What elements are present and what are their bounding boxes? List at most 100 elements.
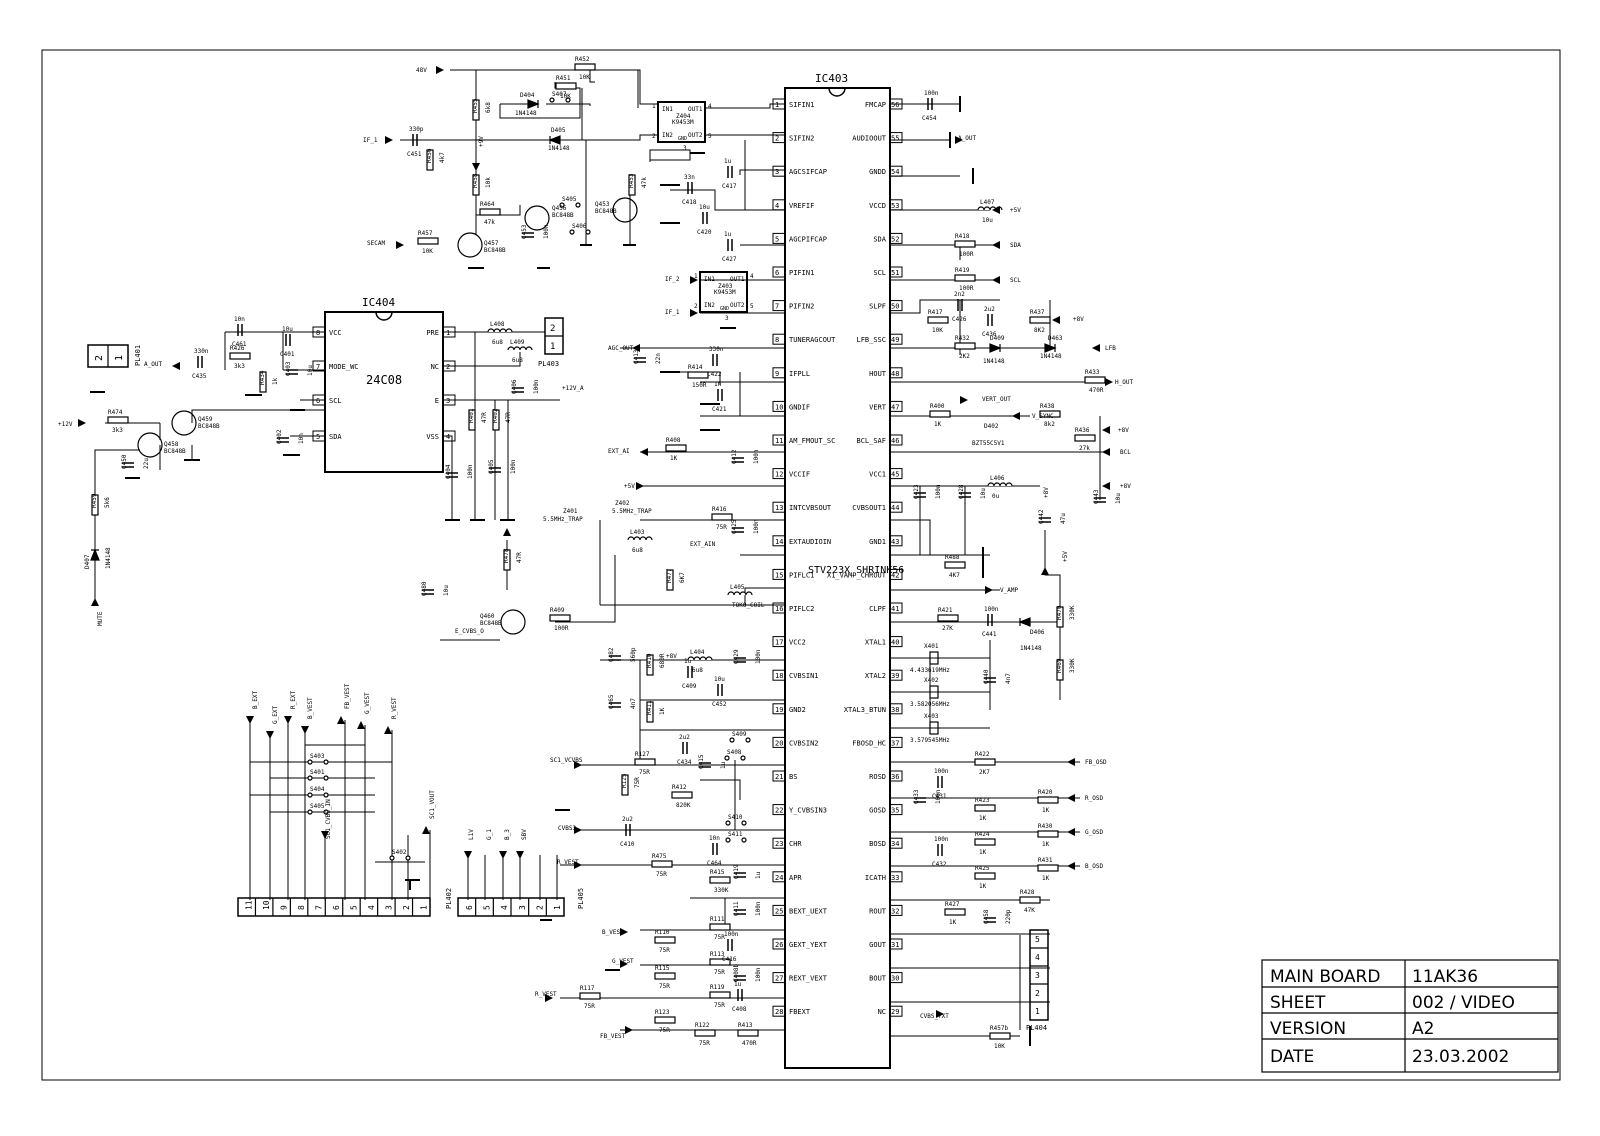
connector-pin-label: 3 — [384, 905, 393, 910]
net-scl: SCL — [1010, 277, 1021, 284]
capacitor-value: 22n — [655, 353, 662, 364]
capacitor-ref: C480 — [421, 581, 428, 596]
pin-label: VSS — [426, 433, 439, 441]
pin-number: 10 — [775, 403, 783, 411]
resistor-value: 100R — [959, 285, 974, 292]
pin-number: 46 — [891, 437, 899, 445]
connector-pin-label: 8 — [297, 905, 306, 910]
resistor-ref: R459 — [91, 493, 98, 508]
svg-text:D404: D404 — [520, 92, 535, 99]
resistor-value: 75R — [634, 777, 641, 788]
resistor-ref: R409 — [550, 607, 565, 614]
capacitor-value: 4n7 — [1005, 673, 1012, 684]
jumper-s409: S409 — [729, 731, 751, 743]
svg-text:BZT55C5V1: BZT55C5V1 — [972, 440, 1005, 447]
connector-pin-label: 2 — [536, 905, 545, 910]
connector-pin-label: 6 — [332, 905, 341, 910]
pin-label: SCL — [329, 397, 342, 405]
jumper-s408: S408 — [724, 749, 746, 761]
resistor-value: 1k — [272, 377, 279, 385]
capacitor-ref: C408b — [733, 964, 740, 982]
pin-label: GND1 — [869, 538, 886, 546]
capacitor-ref: C418 — [682, 199, 697, 206]
resistor-ref: R115 — [655, 965, 670, 972]
resistor-ref: R474 — [108, 409, 123, 416]
svg-text:1: 1 — [114, 355, 125, 361]
resistor-ref: R423 — [975, 797, 990, 804]
pin-label: FMCAP — [865, 101, 886, 109]
connector-pin-label: 6 — [465, 905, 474, 910]
capacitor-ref: C441 — [982, 631, 997, 638]
inductor-ref: L407 — [980, 199, 995, 206]
net-12v-a: +12V_A — [562, 385, 584, 392]
svg-text:D463: D463 — [1048, 335, 1063, 342]
title-block-label: SHEET — [1270, 993, 1326, 1013]
pin-label: AM_FMOUT_SC — [789, 437, 835, 445]
net-b-vest: B_VEST — [602, 929, 624, 936]
svg-text:BC848B: BC848B — [484, 247, 506, 254]
capacitor-ref: C434 — [677, 759, 692, 766]
capacitor-value: 330n — [194, 348, 209, 355]
net-fb-osd: FB_OSD — [1085, 759, 1107, 766]
net-v-amp: V_AMP — [1000, 587, 1018, 594]
pin-number: 18 — [775, 672, 783, 680]
resistor-value: 1K — [979, 849, 987, 856]
capacitor-value: 10u — [980, 488, 987, 499]
pin-number: 37 — [891, 739, 899, 747]
capacitor-value: 100n — [753, 449, 760, 464]
svg-text:1N4148: 1N4148 — [1040, 353, 1062, 360]
net-8v-c: +8V — [1073, 316, 1084, 323]
title-block-value: A2 — [1412, 1019, 1434, 1039]
resistor-value: 150R — [692, 382, 707, 389]
svg-text:G_VEST: G_VEST — [364, 692, 371, 714]
pin-number: 21 — [775, 773, 783, 781]
capacitor-ref: C482 — [608, 647, 615, 662]
pin-label: SLPF — [869, 303, 886, 311]
pin-label: GOUT — [869, 941, 887, 949]
resistor-ref: R432 — [955, 335, 970, 342]
resistor-value: 75R — [659, 983, 670, 990]
capacitor-ref: C402 — [276, 429, 283, 444]
resistor-ref: R437 — [1030, 309, 1045, 316]
pin-number: 23 — [775, 840, 783, 848]
resistor-ref: R413 — [738, 1022, 753, 1029]
capacitor-value: 10u — [714, 676, 725, 683]
capacitor-ref: C409 — [682, 683, 697, 690]
net-mute: MUTE — [97, 611, 104, 626]
resistor-value: 1K — [670, 455, 678, 462]
svg-text:Z404: Z404 — [676, 113, 691, 120]
pin-number: 9 — [775, 370, 779, 378]
resistor-ref: R416 — [712, 506, 727, 513]
net-5v-e: +5V — [1062, 551, 1069, 562]
capacitor-value: 10u — [307, 365, 314, 376]
svg-text:1: 1 — [550, 342, 555, 352]
pin-label: EXTAUDIOIN — [789, 538, 831, 546]
pin-number: 56 — [891, 101, 899, 109]
pin-number: 52 — [891, 235, 899, 243]
pin-number: 2 — [446, 363, 450, 371]
svg-text:Z403: Z403 — [718, 283, 733, 290]
